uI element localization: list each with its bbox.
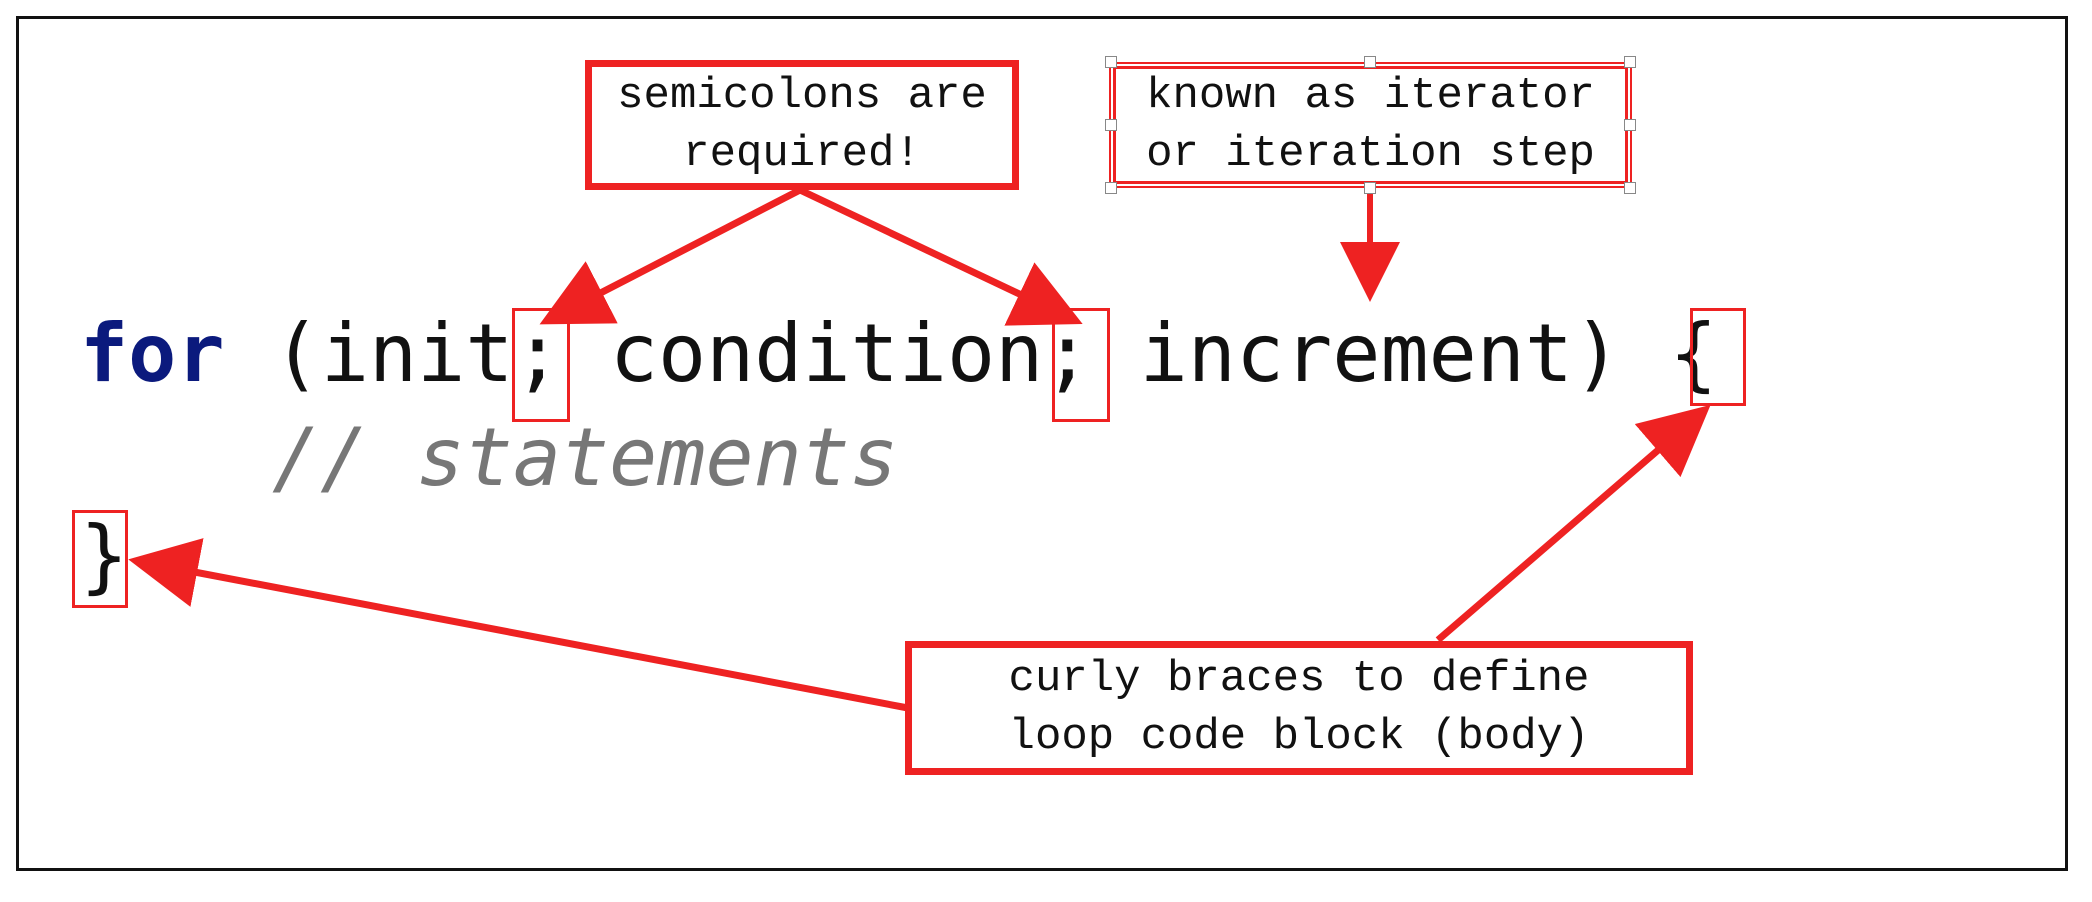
semicolons-note: semicolons are required! [585, 60, 1019, 190]
resize-handle-left[interactable] [1105, 119, 1117, 131]
for-keyword: for [80, 307, 225, 400]
opening-brace-highlight [1690, 308, 1746, 406]
statements-comment: // statements [272, 411, 899, 504]
resize-handle-bottom[interactable] [1364, 182, 1376, 194]
arrow-to-semicolon-1 [539, 186, 802, 325]
semicolons-note-line-2: required! [683, 129, 921, 179]
iterator-note-line-1: known as iterator [1146, 71, 1595, 121]
resize-handle-bottom-right[interactable] [1624, 182, 1636, 194]
braces-note-line-2: loop code block (body) [1008, 712, 1590, 762]
braces-note: curly braces to define loop code block (… [905, 641, 1693, 775]
arrow-to-semicolon-2 [798, 186, 1083, 326]
closing-brace: } [80, 509, 129, 602]
arrow-to-opening-brace [1435, 404, 1711, 643]
resize-handle-top-left[interactable] [1105, 56, 1117, 68]
closing-brace-highlight [72, 510, 128, 608]
resize-handle-bottom-left[interactable] [1105, 182, 1117, 194]
semicolons-note-line-1: semicolons are [617, 71, 987, 121]
braces-note-line-1: curly braces to define [1008, 654, 1590, 704]
resize-handle-top-right[interactable] [1624, 56, 1636, 68]
iterator-note-line-2: or iteration step [1146, 129, 1595, 179]
resize-handle-top[interactable] [1364, 56, 1376, 68]
iterator-note[interactable]: known as iterator or iteration step [1109, 62, 1632, 188]
resize-handle-right[interactable] [1624, 119, 1636, 131]
arrow-to-closing-brace [128, 538, 909, 712]
